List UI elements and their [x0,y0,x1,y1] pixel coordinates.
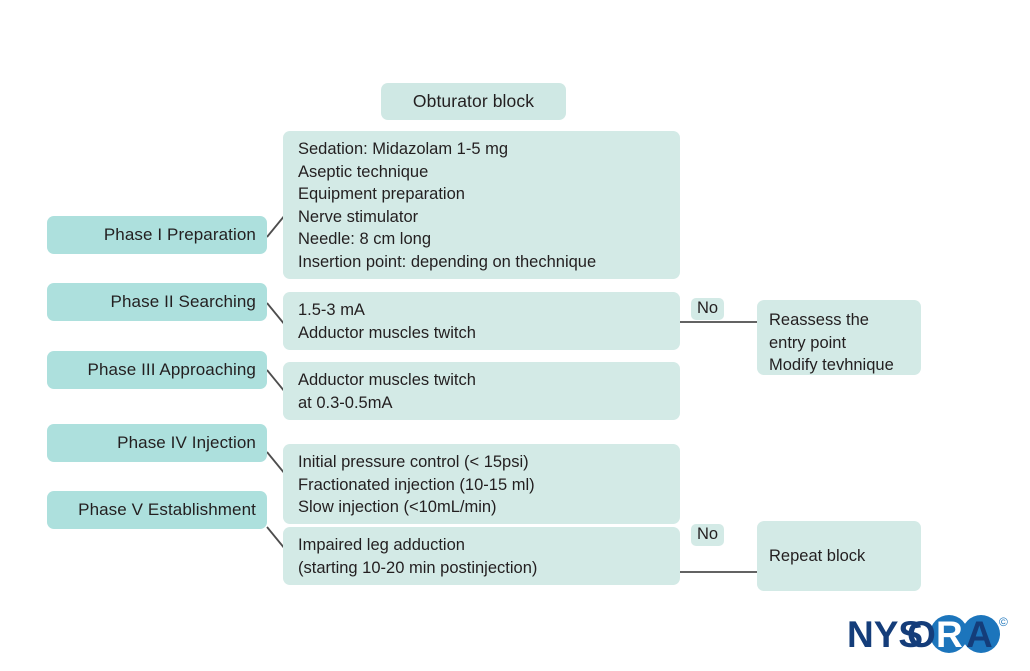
content-box-injection: Initial pressure control (< 15psi) Fract… [283,444,680,524]
logo-text-nys: NYS [847,614,923,655]
content-line: (starting 10-20 min postinjection) [298,558,538,577]
branch-label-repeat: No [691,524,725,546]
content-line: Insertion point: depending on thechnique [298,252,597,271]
nysora-logo: NYS O R A © [845,610,1015,656]
logo-letter-o: O [907,614,936,655]
branch-label-reassess: No [691,298,725,320]
phase-label-3[interactable]: Phase III Approaching [47,351,267,389]
content-line: Aseptic technique [298,162,429,181]
branch-line: Modify tevhnique [769,356,894,375]
content-line: Sedation: Midazolam 1-5 mg [298,140,509,158]
content-line: Equipment preparation [298,185,465,204]
content-line: 1.5-3 mA [298,301,365,319]
content-box-searching: 1.5-3 mA Adductor muscles twitch [283,292,680,350]
phase-label-4[interactable]: Phase IV Injection [47,424,267,462]
content-line: Needle: 8 cm long [298,230,431,249]
content-line: Adductor muscles twitch [298,371,476,389]
logo-letter-r: R [936,614,963,655]
content-line: Slow injection (<10mL/min) [298,498,497,517]
page-title: Obturator block [381,83,566,120]
branch-line: Reassess the [769,311,869,329]
branch-box-reassess: Reassess the entry point Modify tevhniqu… [757,300,921,375]
logo-circle-a [962,615,1000,653]
content-line: Adductor muscles twitch [298,323,476,342]
content-box-approaching: Adductor muscles twitch at 0.3-0.5mA [283,362,680,420]
logo-circle-r [930,615,968,653]
branch-line: Repeat block [769,546,866,565]
branch-box-repeat: Repeat block [757,521,921,591]
content-line: Nerve stimulator [298,207,419,226]
content-box-establishment: Impaired leg adduction (starting 10-20 m… [283,527,680,585]
content-box-preparation: Sedation: Midazolam 1-5 mg Aseptic techn… [283,131,680,279]
content-line: Initial pressure control (< 15psi) [298,453,529,471]
nysora-logo-svg: NYS O R A © [847,614,1008,655]
logo-letter-a: A [966,614,993,655]
content-line: Fractionated injection (10-15 ml) [298,475,535,494]
content-line: at 0.3-0.5mA [298,393,393,412]
logo-copyright: © [999,615,1008,629]
branch-line: entry point [769,333,847,352]
content-line: Impaired leg adduction [298,536,465,554]
phase-label-2[interactable]: Phase II Searching [47,283,267,321]
phase-label-5[interactable]: Phase V Establishment [47,491,267,529]
phase-label-1[interactable]: Phase I Preparation [47,216,267,254]
